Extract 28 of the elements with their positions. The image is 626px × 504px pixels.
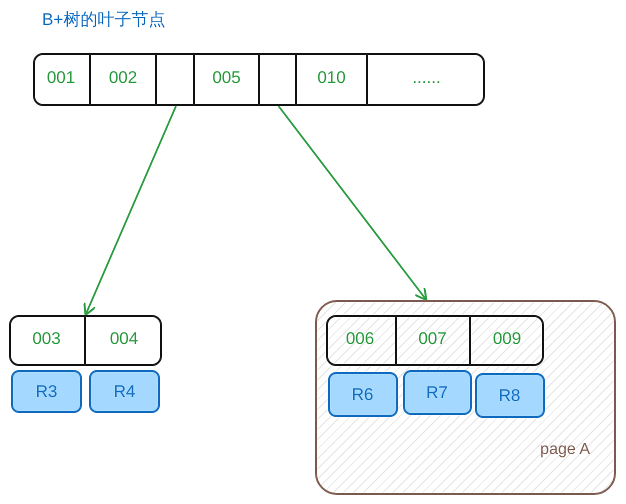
key-label: 005 xyxy=(211,67,242,89)
record-label: R3 xyxy=(34,381,58,403)
record-box xyxy=(89,370,160,413)
leaf-node-row xyxy=(33,53,485,106)
page-label: page A xyxy=(540,441,590,459)
arrow xyxy=(83,106,177,316)
page-box xyxy=(315,300,616,495)
arrow xyxy=(278,105,428,301)
key-label: 004 xyxy=(108,328,140,350)
diagram-title: B+树的叶子节点 xyxy=(42,9,166,31)
leaf-node-row xyxy=(326,314,544,366)
record-label: R4 xyxy=(112,381,136,403)
record-label: R8 xyxy=(498,384,522,406)
record-label: R6 xyxy=(350,384,374,406)
record-box xyxy=(328,372,398,416)
record-box xyxy=(11,370,82,413)
key-label: 003 xyxy=(31,328,62,350)
key-label: 007 xyxy=(417,328,448,350)
record-box xyxy=(474,372,544,418)
key-label: 009 xyxy=(492,328,522,350)
key-label: 002 xyxy=(108,67,138,89)
record-box xyxy=(402,370,472,414)
key-label: ...... xyxy=(411,67,442,89)
leaf-node-row xyxy=(9,315,162,366)
key-label: 010 xyxy=(316,67,347,89)
key-label: 006 xyxy=(344,328,376,350)
key-label: 001 xyxy=(46,67,76,89)
record-label: R7 xyxy=(425,382,449,404)
